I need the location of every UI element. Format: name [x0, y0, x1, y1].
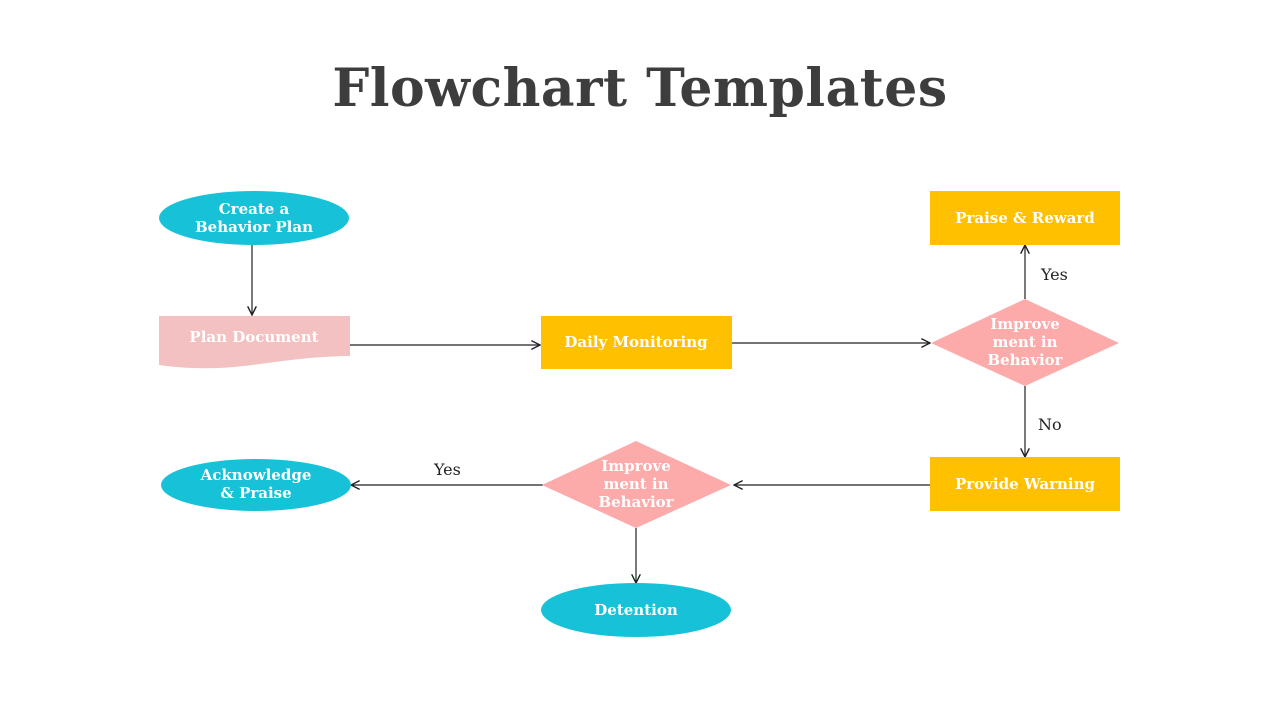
edge-label-d1-yes: Yes — [1040, 265, 1068, 284]
node-plan-document: Plan Document — [159, 316, 350, 369]
node-label-line: Create a — [219, 200, 290, 218]
node-label-line: & Praise — [220, 484, 291, 502]
daily-monitoring-label: Daily Monitoring — [564, 333, 708, 351]
node-label-line: Daily Monitoring — [564, 333, 708, 351]
start-terminal-shape — [159, 191, 349, 245]
praise-reward-process-shape — [930, 191, 1120, 245]
node-label-line: ment in — [603, 475, 668, 493]
node-label-line: Acknowledge — [200, 466, 312, 484]
praise-reward-label: Praise & Reward — [955, 209, 1095, 227]
node-label-line: Behavior — [598, 493, 674, 511]
decision-1-shape — [931, 299, 1119, 386]
acknowledge-praise-label: Acknowledge& Praise — [200, 466, 312, 502]
node-praise-reward: Praise & Reward — [930, 191, 1120, 245]
document-shape — [159, 316, 350, 369]
edge-label-d2-yes: Yes — [433, 460, 461, 479]
provide-warning-label: Provide Warning — [955, 475, 1096, 493]
detention-label: Detention — [594, 601, 678, 619]
daily-monitoring-process-shape — [541, 316, 732, 369]
node-daily-monitoring: Daily Monitoring — [541, 316, 732, 369]
node-label-line: Plan Document — [189, 328, 318, 346]
edge-label-d1-no: No — [1038, 415, 1062, 434]
node-label-line: ment in — [992, 333, 1057, 351]
node-label-line: Provide Warning — [955, 475, 1096, 493]
node-label-line: Behavior Plan — [195, 218, 313, 236]
node-acknowledge-praise: Acknowledge& Praise — [161, 459, 351, 511]
node-provide-warning: Provide Warning — [930, 457, 1120, 511]
page-title: Flowchart Templates — [332, 58, 948, 119]
node-label-line: Improve — [601, 457, 671, 475]
plan-document-label: Plan Document — [189, 328, 318, 346]
detention-terminal-shape — [541, 583, 731, 637]
node-label-line: Improve — [990, 315, 1060, 333]
connectors — [252, 245, 1025, 583]
node-detention: Detention — [541, 583, 731, 637]
node-label-line: Praise & Reward — [955, 209, 1095, 227]
provide-warning-process-shape — [930, 457, 1120, 511]
decision-2-shape — [542, 441, 731, 528]
node-label-line: Detention — [594, 601, 678, 619]
node-label-line: Behavior — [987, 351, 1063, 369]
acknowledge-terminal-shape — [161, 459, 351, 511]
